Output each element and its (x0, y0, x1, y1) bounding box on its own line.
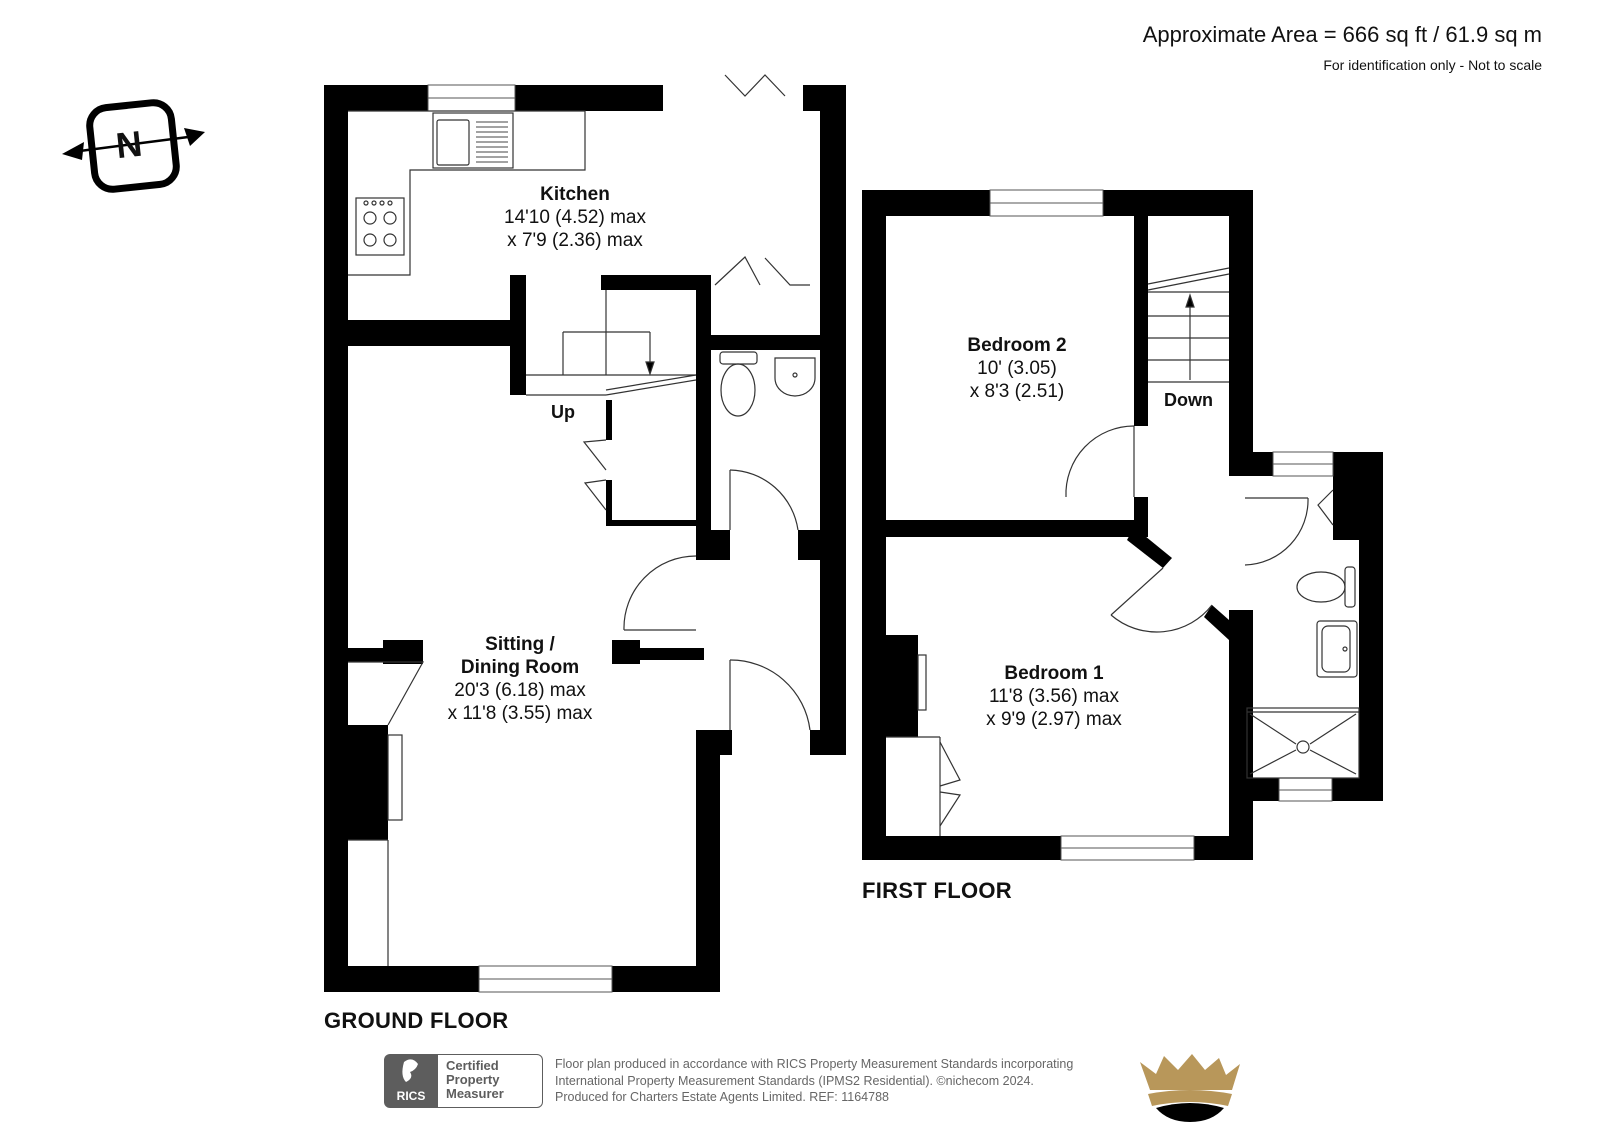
gf-wall-door-jamb2 (696, 730, 732, 755)
room-kitchen-dim1: 14'10 (4.52) max (504, 207, 646, 228)
room-bedroom2-dim2: x 8'3 (2.51) (969, 381, 1065, 402)
ff-wall-right-lower (1229, 610, 1253, 860)
windows (427, 84, 1334, 993)
ff-wall-top-left (862, 190, 990, 216)
gf-wall-stair-top (601, 275, 711, 290)
gf-wall-chimney-top-left (348, 648, 383, 662)
room-sitting-dining: Sitting / Dining Room 20'3 (6.18) max x … (420, 633, 620, 725)
room-sitting-dim2: x 11'8 (3.55) max (447, 703, 593, 724)
room-kitchen-name: Kitchen (540, 184, 610, 205)
ff-bath-top-l (1229, 452, 1273, 476)
ff-wall-angle2 (1204, 605, 1229, 640)
footer-line2: International Property Measurement Stand… (555, 1073, 1034, 1088)
badge-line1: Certified (446, 1058, 499, 1073)
ff-wall-left (862, 190, 886, 860)
gf-wall-top-mid (515, 85, 663, 111)
room-bedroom1-dim1: 11'8 (3.56) max (988, 686, 1119, 707)
footer-disclaimer: Floor plan produced in accordance with R… (555, 1056, 1073, 1106)
rics-emblem-icon (402, 1059, 418, 1082)
gf-wall-stair-left (510, 275, 526, 395)
room-bedroom2: Bedroom 2 10' (3.05) x 8'3 (2.51) (937, 334, 1097, 403)
badge-line2: Property (446, 1072, 500, 1087)
ff-wall-bottom-left (862, 836, 1061, 860)
room-bedroom2-name: Bedroom 2 (967, 335, 1067, 356)
ff-bath-right (1359, 452, 1383, 801)
kitchen-sink-unit (432, 112, 514, 169)
ff-bath-bottom-l (1229, 778, 1279, 801)
room-sitting-name1: Sitting / (485, 634, 555, 655)
ff-chimney (886, 635, 918, 737)
room-kitchen-dim2: x 7'9 (2.36) max (507, 230, 643, 251)
first-floor-title: FIRST FLOOR (862, 878, 1012, 903)
gf-wall-bottom-left (324, 966, 479, 992)
gf-wall-kitchen-sitting (348, 320, 523, 346)
room-bedroom1: Bedroom 1 11'8 (3.56) max x 9'9 (2.97) m… (964, 662, 1144, 731)
gf-wall-wc-left (696, 275, 711, 560)
gf-wall-chimney-r2 (640, 648, 704, 660)
approximate-area: Approximate Area = 666 sq ft / 61.9 sq m (1142, 22, 1542, 47)
rics-badge: RICS Certified Property Measurer (384, 1054, 544, 1108)
fixtures (348, 74, 1360, 966)
ff-wall-bottom-right (1194, 836, 1253, 860)
gf-wall-right-lower (696, 755, 720, 992)
ff-wall-top-right (1103, 190, 1253, 216)
gf-wall-top-left (324, 85, 428, 111)
gf-wall-door-jamb (810, 730, 846, 755)
compass-north-icon (62, 99, 205, 193)
rics-org: RICS (396, 1089, 426, 1103)
ff-wall-bed2-bed1 (886, 520, 1148, 537)
gf-wc-toilet (720, 363, 756, 417)
stairs-up-label: Up (551, 402, 575, 422)
gf-chimney-breast (348, 725, 388, 840)
gf-wall-wc-top (696, 335, 846, 350)
room-bedroom1-name: Bedroom 1 (1004, 663, 1104, 684)
room-sitting-name2: Dining Room (460, 657, 580, 678)
ff-bath-basin (1316, 620, 1358, 678)
walls (324, 85, 1383, 992)
gf-wall-left (324, 85, 348, 992)
ground-floor-title: GROUND FLOOR (324, 1008, 509, 1033)
rics-badge-text: Certified Property Measurer (438, 1054, 543, 1108)
gf-wall-cupboard-left (606, 400, 612, 440)
footer-line3: Produced for Charters Estate Agents Limi… (555, 1090, 889, 1104)
room-sitting-dim1: 20'3 (6.18) max (454, 680, 586, 701)
gf-wc-basin (774, 357, 816, 397)
gf-wall-right (820, 85, 846, 755)
crown-icon (1140, 1054, 1240, 1122)
ff-wall-angle1 (1127, 527, 1172, 568)
ff-bath-cupboard (1333, 476, 1359, 540)
room-bedroom2-dim1: 10' (3.05) (977, 358, 1057, 379)
badge-line3: Measurer (446, 1086, 504, 1101)
footer-line1: Floor plan produced in accordance with R… (555, 1057, 1074, 1071)
kitchen-hob (355, 197, 405, 256)
stairs-down-label: Down (1164, 390, 1213, 410)
ff-bath-toilet (1296, 571, 1346, 603)
compass-letter: N (113, 122, 145, 167)
ff-wall-right-upper (1229, 190, 1253, 452)
ff-bath-bottom-r (1332, 778, 1383, 801)
gf-wall-chimney-l (383, 640, 423, 664)
kitchen-bifold-door (724, 74, 786, 97)
gf-wall-wc-bottom2 (705, 530, 730, 560)
gf-wall-wc-bottom (798, 530, 822, 560)
gf-wall-chimney-r (612, 640, 640, 664)
gf-wall-cupboard-left2 (606, 480, 612, 524)
kitchen-worktop (348, 110, 586, 276)
room-bedroom1-dim2: x 9'9 (2.97) max (986, 709, 1122, 730)
rics-logo: RICS (384, 1054, 438, 1108)
ff-wall-bed2-right (1134, 216, 1148, 426)
gf-wall-cupboard-bottom (606, 520, 706, 526)
ff-shower-tray (1246, 707, 1360, 779)
room-kitchen: Kitchen 14'10 (4.52) max x 7'9 (2.36) ma… (485, 183, 665, 252)
scale-note: For identification only - Not to scale (1323, 57, 1542, 73)
